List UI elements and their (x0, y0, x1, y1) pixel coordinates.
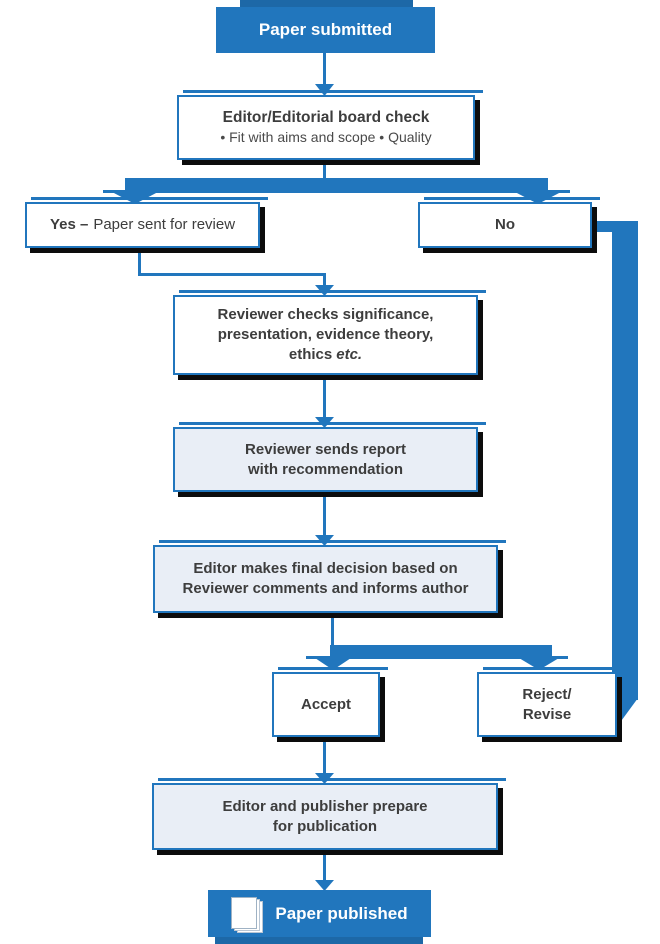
arrow-sends-to-decision (315, 492, 334, 546)
editor-publisher-line2: for publication (272, 817, 378, 835)
node-editor-check: Editor/Editorial board check • Fit with … (177, 90, 483, 160)
editor-check-bullets: • Fit with aims and scope • Quality (220, 129, 432, 145)
branch-bar-yes-no (103, 178, 570, 204)
reviewer-checks-line3-prefix: ethics (288, 346, 333, 363)
node-paper-submitted: Paper submitted (216, 7, 435, 53)
node-editor-publisher: Editor and publisher prepare for publica… (152, 778, 506, 850)
reviewer-checks-etc: etc. (336, 346, 363, 363)
branch-bar-accept-reject (306, 645, 568, 670)
arrow-check-to-branchbar (323, 160, 326, 180)
editor-publisher-line1: Editor and publisher prepare (222, 797, 428, 815)
reject-line1: Reject/ (522, 685, 572, 703)
accept-label: Accept (300, 695, 352, 713)
node-yes: Yes – Paper sent for review (25, 197, 268, 248)
node-accept: Accept (272, 667, 388, 737)
node-editor-decision: Editor makes final decision based on Rev… (153, 540, 506, 613)
no-label: No (495, 216, 515, 233)
paper-published-label: Paper published (275, 903, 408, 923)
yes-label-rest: Paper sent for review (93, 216, 236, 233)
editor-decision-line2: Reviewer comments and informs author (182, 580, 469, 597)
node-paper-published: Paper published (208, 890, 431, 937)
reviewer-checks-line2: presentation, evidence theory, (217, 326, 434, 343)
paper-submitted-label: Paper submitted (258, 20, 393, 39)
reject-line2: Revise (522, 705, 572, 723)
document-icon (231, 896, 264, 933)
node-reject-revise: Reject/ Revise (477, 667, 625, 737)
arrow-checks-to-sends (315, 375, 334, 428)
node-no: No (418, 197, 600, 248)
paper-published-tab (215, 937, 423, 944)
arrow-accept-to-publisher (315, 737, 334, 784)
editor-decision-line1: Editor makes final decision based on (193, 560, 458, 577)
node-reviewer-checks: Reviewer checks significance, presentati… (173, 290, 486, 375)
reviewer-checks-line1: Reviewer checks significance, (217, 306, 434, 323)
reviewer-sends-line1: Reviewer sends report (245, 440, 406, 458)
arrow-yes-to-reviewer (138, 248, 334, 296)
paper-submitted-tab (240, 0, 413, 10)
node-reviewer-sends: Reviewer sends report with recommendatio… (173, 422, 486, 492)
arrow-publisher-to-published (315, 850, 334, 891)
yes-label-bold: Yes – (49, 216, 89, 233)
reviewer-sends-line2: with recommendation (247, 460, 404, 478)
arrow-no-to-reject (592, 221, 638, 728)
arrow-decision-to-branchbar (331, 613, 334, 659)
editor-check-title: Editor/Editorial board check (222, 109, 430, 126)
